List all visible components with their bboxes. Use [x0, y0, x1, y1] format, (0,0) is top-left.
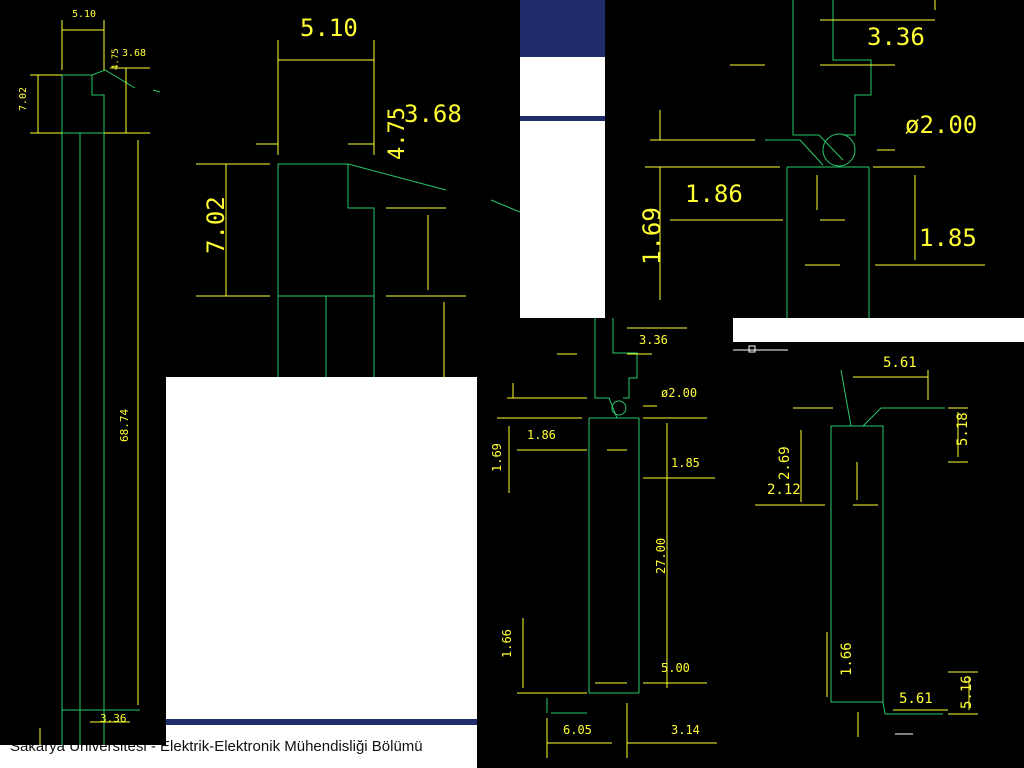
zoom-top-drawing: 5.10 3.68 4.75 7.02	[166, 0, 520, 377]
outline	[546, 318, 640, 714]
label-length: 27.00	[654, 538, 668, 574]
label-height: 1.69	[490, 443, 504, 472]
outline	[277, 163, 520, 377]
label-bottom-left: 1.66	[500, 629, 514, 658]
label-length: 68.74	[118, 409, 131, 442]
label-bottom-right: 5.00	[661, 661, 690, 675]
outline	[765, 0, 872, 318]
full-length-drawing: 5.10 3.68 4.75 7.02 68.74 3.36	[0, 0, 166, 745]
label-height-top: 7.02	[18, 87, 29, 111]
label-height: 1.69	[638, 207, 666, 265]
label-bottom-left: 1.66	[839, 642, 855, 676]
label-top-side: 5.18	[955, 412, 971, 446]
label-notch-top: 3.68	[122, 48, 146, 59]
label-width-top: 5.10	[72, 9, 96, 20]
zoom-right-drawing: 3.36 ø2.00 1.86 1.69 1.85	[605, 0, 1024, 318]
label-foot-right: 3.14	[671, 723, 700, 737]
right-part-drawing: 5.61 5.18 2.69 2.12 1.66 5.61 5.16	[733, 342, 1024, 768]
label-hole: ø2.00	[661, 386, 697, 400]
outline	[61, 69, 161, 745]
dimension-lines	[755, 370, 978, 737]
label-notch-side: 4.75	[385, 107, 410, 160]
label-bottom: 5.61	[899, 691, 933, 707]
label-left-b: 2.12	[767, 482, 801, 498]
label-top: 5.61	[883, 355, 917, 371]
dimension-lines	[497, 327, 717, 758]
dimension-lines	[196, 40, 466, 377]
mid-part-drawing: 3.36 ø2.00 1.86 1.69 1.85 27.00 1.66 5.0…	[477, 318, 733, 768]
label-left: 1.86	[685, 180, 743, 208]
label-top: 3.36	[867, 23, 925, 51]
label-notch: 3.68	[404, 100, 462, 128]
label-right: 1.85	[919, 224, 977, 252]
label-bottom-side: 5.16	[959, 675, 975, 709]
label-left: 1.86	[527, 428, 556, 442]
dimension-lines	[645, 0, 985, 300]
label-top: 3.36	[639, 333, 668, 347]
label-bottom: 3.36	[100, 712, 127, 725]
label-right: 1.85	[671, 456, 700, 470]
dimension-lines	[30, 20, 150, 745]
label-hole: ø2.00	[905, 111, 977, 139]
label-left-a: 2.69	[777, 446, 793, 480]
outline	[733, 345, 945, 715]
marker-strip	[733, 318, 1020, 342]
label-height: 7.02	[202, 196, 230, 254]
label-width: 5.10	[300, 14, 358, 42]
label-foot-left: 6.05	[563, 723, 592, 737]
label-notch-side: 4.75	[111, 48, 121, 70]
